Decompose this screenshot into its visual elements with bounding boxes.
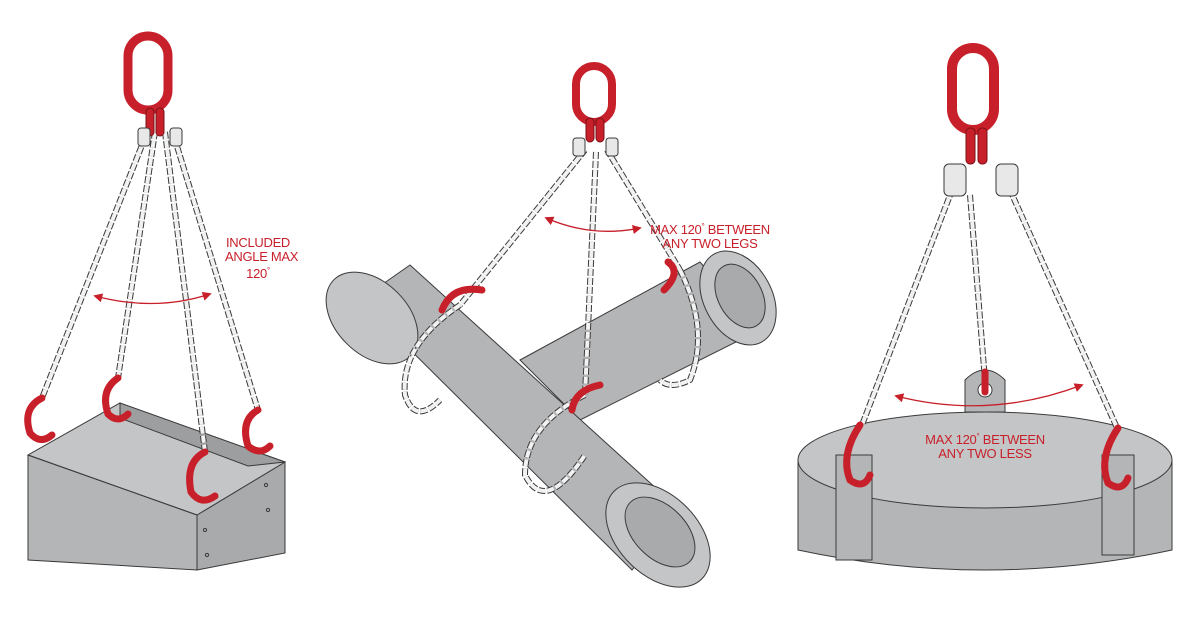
master-link xyxy=(123,31,183,147)
label-max-angle-less: MAX 120° BETWEEN ANY TWO LESS xyxy=(925,430,1045,461)
angle-arc-arrow-3 xyxy=(894,383,1084,407)
label-line: INCLUDED xyxy=(225,235,291,250)
label-line: MAX 120° BETWEEN xyxy=(925,432,1045,447)
label-line: MAX 120° BETWEEN xyxy=(650,222,770,237)
label-line: ANY TWO LESS xyxy=(938,446,1032,461)
label-max-angle-legs: MAX 120° BETWEEN ANY TWO LEGS xyxy=(650,220,770,251)
panel-three-leg-round xyxy=(797,43,1173,571)
master-link-3 xyxy=(943,43,1019,197)
angle-arc-arrow xyxy=(93,291,212,305)
front-pipe xyxy=(325,264,711,588)
box-load xyxy=(26,402,287,571)
label-line: ANGLE MAX xyxy=(225,249,299,264)
label-line: ANY TWO LEGS xyxy=(662,236,758,251)
angle-arc-arrow-2 xyxy=(544,216,642,234)
label-included-angle: INCLUDED ANGLE MAX 120° xyxy=(225,235,299,281)
rear-pipe xyxy=(519,250,777,421)
panel-three-leg-pipes xyxy=(325,62,777,588)
panel-four-leg-box xyxy=(24,31,287,571)
label-line: 120° xyxy=(246,266,270,281)
master-link-2 xyxy=(572,62,619,157)
round-load xyxy=(797,369,1173,571)
hooks xyxy=(24,374,274,504)
